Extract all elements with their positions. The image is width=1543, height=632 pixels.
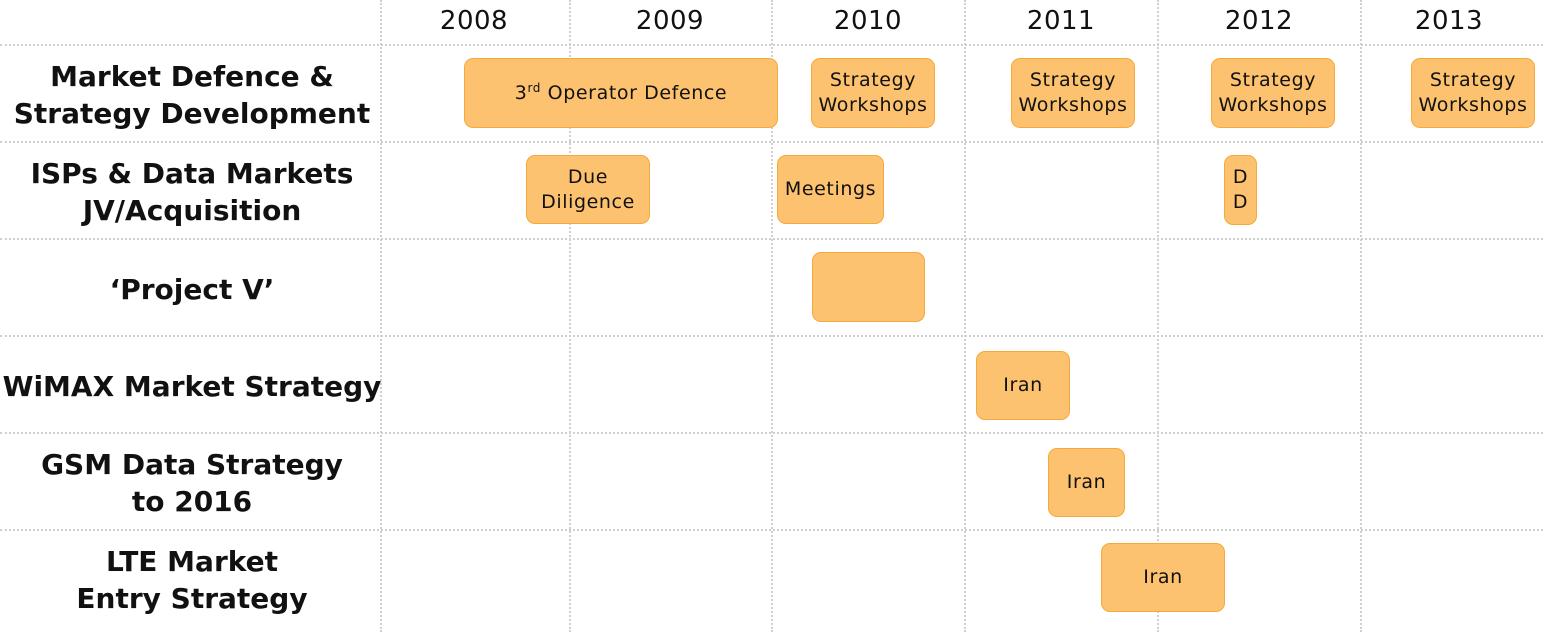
row-label: WiMAX Market Strategy (0, 341, 384, 431)
task-bar (812, 252, 925, 322)
year-header: 2010 (833, 6, 903, 36)
year-header: 2009 (635, 6, 705, 36)
year-header: 2008 (439, 6, 509, 36)
row-label-line: ‘Project V’ (109, 272, 275, 306)
task-bar: Due Diligence (526, 155, 650, 224)
task-bar: Strategy Workshops (1011, 58, 1135, 128)
row-label: GSM Data Strategy to 2016 (0, 438, 384, 528)
row-label-line: LTE Market (106, 545, 278, 578)
task-bar: Strategy Workshops (1411, 58, 1535, 128)
grid-hline (0, 44, 1543, 46)
task-bar: Strategy Workshops (811, 58, 935, 128)
grid-hline (0, 335, 1543, 337)
row-label-line: Market Defence & (50, 60, 334, 93)
grid-vline (1360, 0, 1362, 632)
grid-hline (0, 238, 1543, 240)
task-label: Workshops (1018, 94, 1128, 116)
task-label: Strategy (1429, 69, 1517, 91)
row-label: ‘Project V’ (0, 244, 384, 334)
task-bar: 3rd Operator Defence (464, 58, 778, 128)
grid-hline (0, 529, 1543, 531)
task-label: Iran (1143, 566, 1183, 588)
task-bar: Strategy Workshops (1211, 58, 1335, 128)
row-label: ISPs & Data Markets JV/Acquisition (0, 147, 384, 237)
grid-vline (380, 0, 382, 632)
row-label-line: Strategy Development (13, 97, 371, 130)
row-label-line: ISPs & Data Markets (30, 157, 354, 190)
row-label-line: Entry Strategy (76, 582, 308, 615)
grid-vline (569, 0, 571, 632)
task-bar: Iran (1101, 543, 1225, 612)
task-label: Workshops (1418, 94, 1528, 116)
row-label: LTE Market Entry Strategy (0, 535, 384, 625)
task-label: Strategy (1229, 69, 1317, 91)
task-label: Strategy (829, 69, 917, 91)
task-label: D (1232, 191, 1249, 213)
row-label-line: WiMAX Market Strategy (2, 369, 382, 403)
grid-hline (0, 141, 1543, 143)
year-header: 2011 (1026, 6, 1096, 36)
task-label: Strategy (1029, 69, 1117, 91)
task-bar: Meetings (777, 155, 884, 224)
task-label: Workshops (818, 94, 928, 116)
grid-vline (1157, 0, 1159, 632)
task-label: 3rd Operator Defence (514, 80, 728, 104)
task-bar: D D (1224, 155, 1257, 225)
row-label-line: GSM Data Strategy (41, 448, 343, 481)
task-label: Due (567, 165, 609, 188)
row-label-line: to 2016 (131, 485, 253, 518)
task-bar: Iran (976, 351, 1070, 420)
row-label-line: JV/Acquisition (82, 194, 302, 227)
task-label: Diligence (541, 190, 635, 213)
task-label: Meetings (784, 178, 877, 200)
task-label: Iran (1003, 374, 1043, 396)
task-bar: Iran (1048, 448, 1125, 517)
task-label: Iran (1066, 471, 1107, 493)
task-label: D (1232, 166, 1249, 188)
year-header: 2012 (1224, 6, 1294, 36)
row-label: Market Defence & Strategy Development (0, 50, 384, 140)
grid-hline (0, 432, 1543, 434)
grid-vline (964, 0, 966, 632)
year-header: 2013 (1414, 6, 1484, 36)
grid-vline (771, 0, 773, 632)
task-label: Workshops (1218, 94, 1328, 116)
